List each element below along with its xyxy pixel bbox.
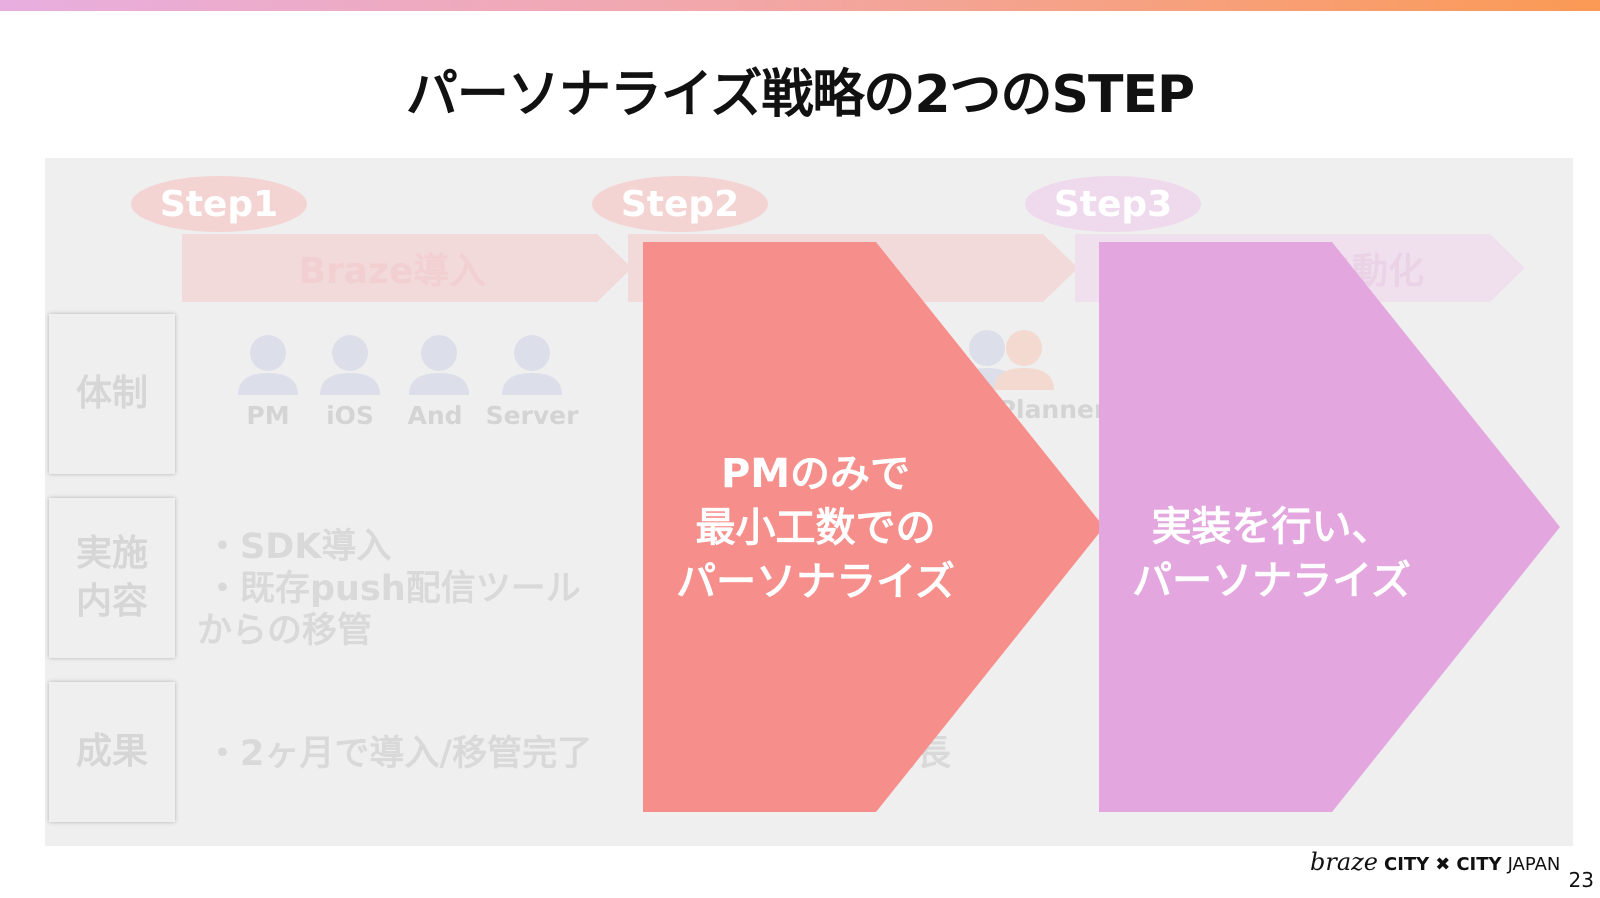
step3-arrow-line1: 実装を行い、 <box>1151 504 1392 550</box>
step1-action-2: ・既存push配信ツール <box>205 569 581 609</box>
logo-city-1: CITY <box>1384 854 1430 875</box>
row-header-actions-line2: 内容 <box>75 581 148 622</box>
row-header-actions-line1: 実施 <box>75 533 148 574</box>
step3-overlay-arrow <box>1099 242 1560 812</box>
step1-badge: Step1 <box>131 176 307 232</box>
person-icon <box>409 335 469 395</box>
row-header-results: 成果 <box>49 682 175 822</box>
person-icon <box>238 335 298 395</box>
step2-overlay-arrow <box>643 242 1104 812</box>
person-label-ios: iOS <box>326 401 374 430</box>
logo-braze: braze <box>1310 848 1378 876</box>
page-number: 23 <box>1568 868 1594 892</box>
step2-arrow-line1: PMのみで <box>720 451 911 497</box>
person-label-server: Server <box>485 401 579 430</box>
person-label-android: And <box>407 401 463 430</box>
logo-japan: JAPAN <box>1507 854 1561 875</box>
row-header-team: 体制 <box>49 314 175 474</box>
person-icon <box>320 335 380 395</box>
step3-arrow-line2: パーソナライズ <box>1132 558 1411 604</box>
person-label-pm: PM <box>246 401 290 430</box>
step3-arrow-text: 実装を行い、 パーソナライズ <box>1099 500 1444 608</box>
step1-action-1: ・SDK導入 <box>205 527 392 567</box>
person-icon <box>502 335 562 395</box>
braze-city-x-city-logo: braze CITY ✖ CITY JAPAN <box>1310 848 1560 876</box>
row-header-actions: 実施 内容 <box>49 498 175 658</box>
step1-action-3: からの移管 <box>197 611 373 651</box>
step2-arrow-line3: パーソナライズ <box>676 559 955 605</box>
step2-badge: Step2 <box>592 176 768 232</box>
step1-chevron-label: Braze導入 <box>298 251 486 292</box>
step2-arrow-text: PMのみで 最小工数での パーソナライズ <box>643 447 988 609</box>
logo-city-2: CITY <box>1456 854 1502 875</box>
step3-badge: Step3 <box>1025 176 1201 232</box>
step1-chevron <box>182 234 632 302</box>
step1-result: ・2ヶ月で導入/移管完了 <box>205 734 593 774</box>
slide-title: パーソナライズ戦略の2つのSTEP <box>405 65 1195 125</box>
top-gradient-bar <box>0 0 1600 11</box>
person-icon <box>994 330 1054 390</box>
step2-arrow-line2: 最小工数での <box>695 505 936 551</box>
logo-x: ✖ <box>1435 854 1451 875</box>
